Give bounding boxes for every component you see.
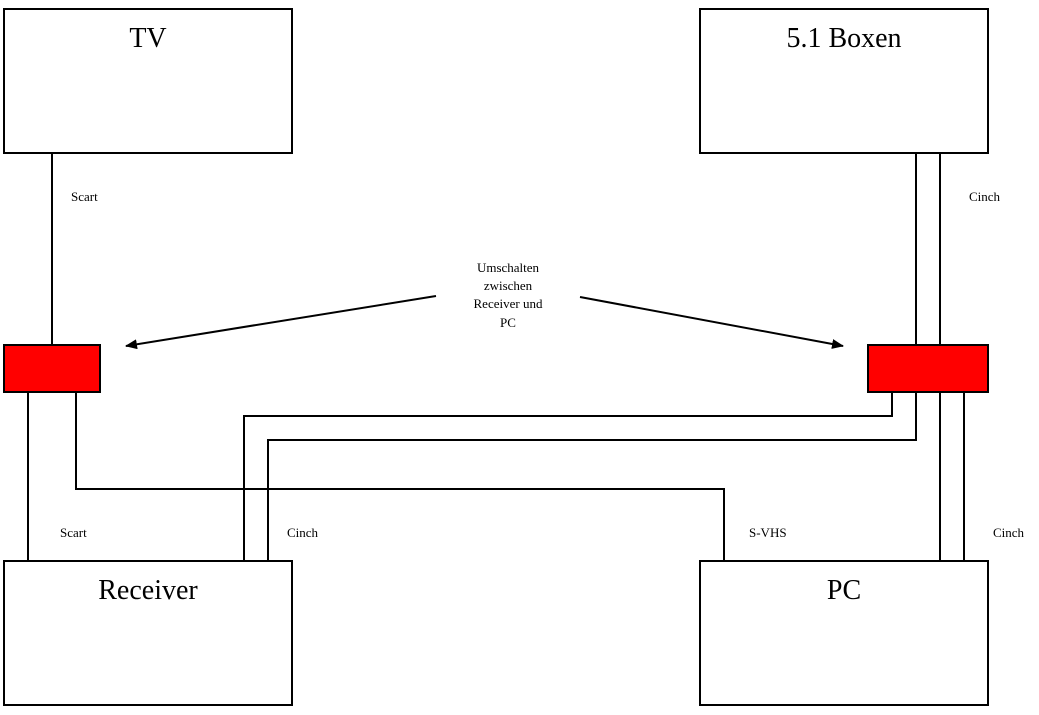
switch-note: Umschalten zwischen Receiver und PC (474, 260, 543, 330)
pc-svhs-cable (75, 392, 725, 561)
tv-box (3, 8, 293, 154)
pc-box (699, 560, 989, 706)
receiver-cinch-cable-a (243, 392, 893, 561)
note-line-2: zwischen (484, 278, 533, 293)
pc-title: PC (827, 575, 861, 606)
pc-svhs-label: S-VHS (749, 525, 787, 540)
note-line-1: Umschalten (477, 260, 540, 275)
speakers-box (699, 8, 989, 154)
receiver-title: Receiver (98, 575, 198, 606)
receiver-cinch-cable-b (267, 392, 917, 561)
arrow-right (579, 296, 844, 349)
speakers-title: 5.1 Boxen (786, 23, 901, 54)
arrow-left (125, 295, 437, 350)
receiver-cinch-label: Cinch (287, 525, 319, 540)
pc-cinch-label: Cinch (993, 525, 1025, 540)
tv-scart-label: Scart (71, 189, 98, 204)
tv-title: TV (129, 23, 166, 54)
note-line-4: PC (500, 315, 516, 330)
receiver-box (3, 560, 293, 706)
left-switch (3, 344, 101, 393)
speakers-cinch-label: Cinch (969, 189, 1001, 204)
receiver-scart-label: Scart (60, 525, 87, 540)
right-switch (867, 344, 989, 393)
note-line-3: Receiver und (474, 296, 543, 311)
